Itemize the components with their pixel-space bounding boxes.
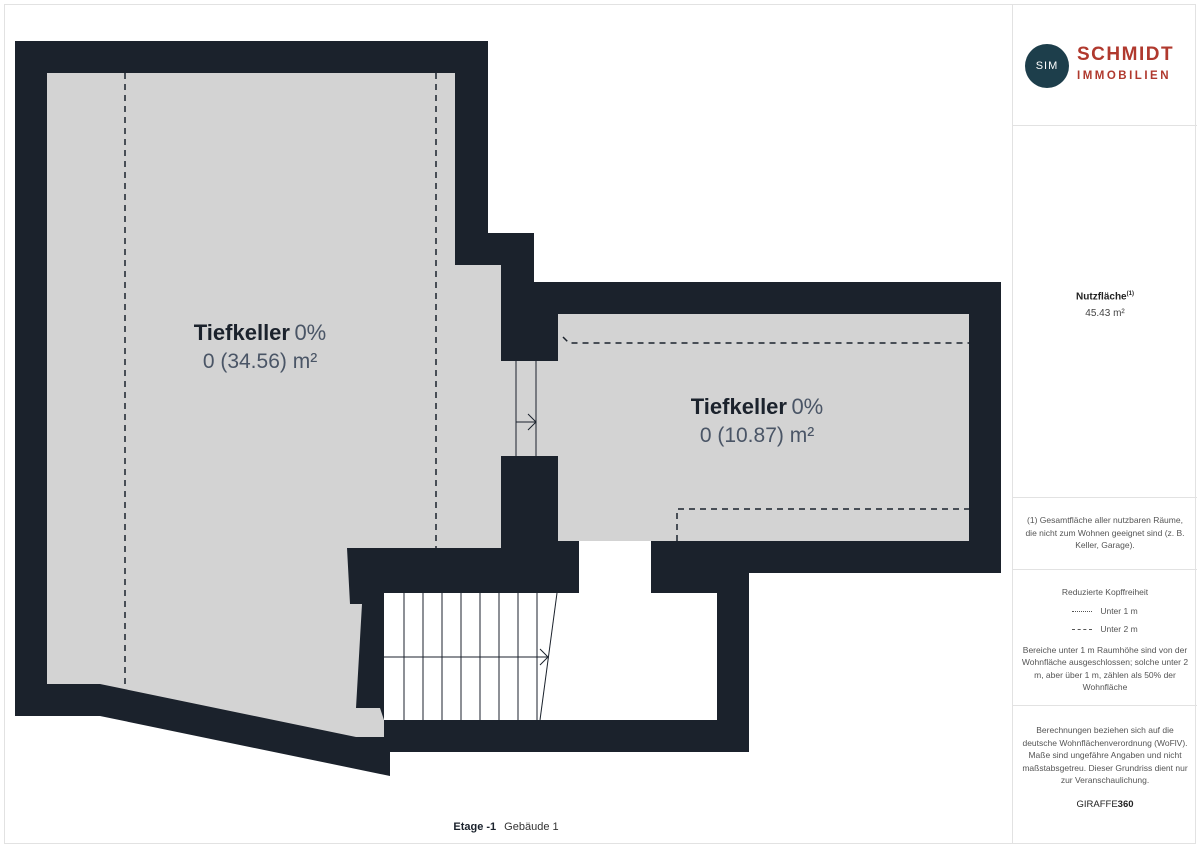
headroom-legend: Reduzierte Kopffreiheit Unter 1 m Unter … (1013, 570, 1197, 706)
stair-treads (384, 592, 558, 721)
area-value: 45.43 m² (1085, 308, 1125, 319)
stair-landing (540, 593, 717, 720)
room-name: Tiefkeller (193, 320, 290, 345)
area-label-text: Nutzfläche (1076, 291, 1127, 303)
disclaimer: Berechnungen beziehen sich auf die deuts… (1022, 725, 1188, 785)
door-opening (501, 361, 558, 456)
disclaimer-section: Berechnungen beziehen sich auf die deuts… (1013, 706, 1197, 844)
page-frame (4, 4, 1196, 844)
footnote-marker: (1) (1126, 291, 1134, 297)
floor-caption: Etage -1 Gebäude 1 (0, 821, 1012, 833)
room-percent: 0% (294, 320, 327, 345)
room-percent: 0% (791, 394, 824, 419)
legend-item-dashed: Unter 2 m (1021, 623, 1189, 636)
legend-label: Unter 2 m (1100, 624, 1138, 634)
footnote: (1) Gesamtfläche aller nutzbaren Räume, … (1013, 498, 1197, 570)
floor-label: Etage -1 (453, 821, 497, 833)
info-sidebar: SIM SCHMIDT IMMOBILIEN Nutzfläche(1) 45.… (1012, 4, 1197, 844)
room-label-right: Tiefkeller 0% 0 (10.87) m² (657, 394, 857, 448)
logo-line1: SCHMIDT (1077, 44, 1175, 65)
room-name: Tiefkeller (690, 394, 787, 419)
brand-mark: GIRAFFE360 (1021, 799, 1189, 812)
logo: SIM SCHMIDT IMMOBILIEN (1013, 4, 1197, 126)
building-label: Gebäude 1 (504, 821, 559, 833)
wall-opening (579, 541, 651, 593)
room-area: 0 (34.56) m² (202, 350, 318, 373)
room-floor-right (558, 314, 969, 541)
legend-item-dotted: Unter 1 m (1021, 605, 1189, 618)
area-label: Nutzfläche(1) (1013, 288, 1197, 304)
floor-plan (15, 41, 1001, 776)
room-area: 0 (10.87) m² (699, 424, 815, 447)
legend-note: Bereiche unter 1 m Raumhöhe sind von der… (1021, 644, 1189, 693)
brand-a: GIRAFFE (1076, 798, 1118, 810)
legend-title: Reduzierte Kopffreiheit (1061, 587, 1149, 597)
logo-line2: IMMOBILIEN (1077, 70, 1171, 82)
legend-label: Unter 1 m (1100, 605, 1138, 616)
headroom-lines-under-2m (124, 73, 969, 684)
room-floor-left (47, 73, 501, 737)
brand-b: 360 (1117, 798, 1134, 810)
logo-monogram: SIM (1025, 44, 1069, 88)
room-label-left: Tiefkeller 0% 0 (34.56) m² (160, 320, 360, 374)
door-threshold (515, 361, 537, 456)
area-summary: Nutzfläche(1) 45.43 m² (1013, 126, 1197, 498)
